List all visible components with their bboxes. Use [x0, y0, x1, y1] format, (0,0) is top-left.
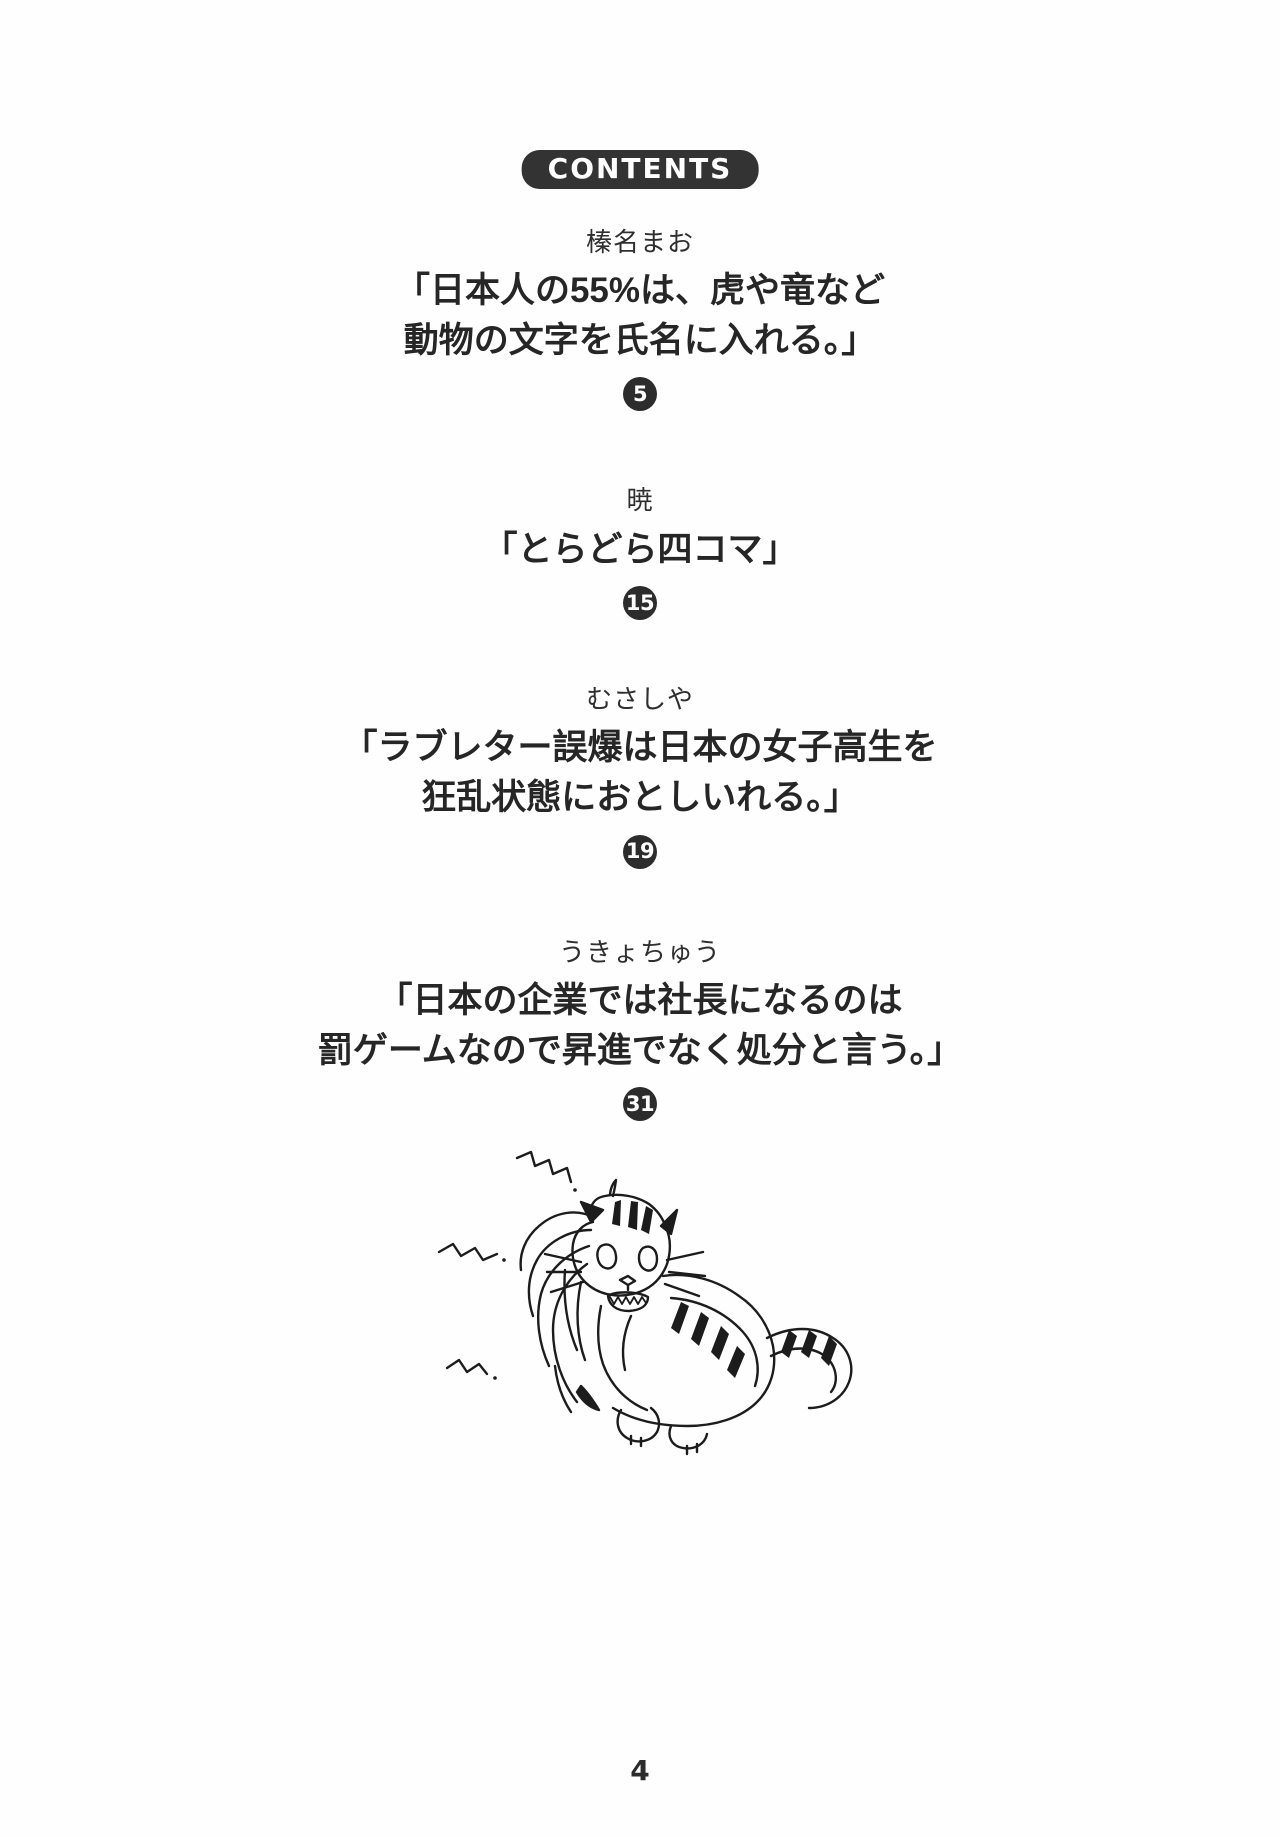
spacer: [0, 411, 1280, 483]
entry-title-line: 「とらどら四コマ」: [482, 529, 798, 569]
entry-title-line: 「日本人の55%は、虎や竜など: [394, 271, 886, 311]
page-number-badge[interactable]: 15: [623, 586, 657, 621]
page-title: CONTENTS: [521, 150, 759, 190]
spacer: [0, 620, 1280, 682]
entry-title-line: 罰ゲームなので昇進でなく処分と言う。」: [317, 1030, 963, 1070]
list-item[interactable]: むさしや 「ラブレター誤爆は日本の女子高生を 狂乱状態におとしいれる。」 19: [0, 682, 1280, 869]
entry-title-line: 「ラブレター誤爆は日本の女子高生を: [342, 728, 938, 768]
spacer: [0, 869, 1280, 935]
entry-author: 榛名まお: [585, 227, 694, 257]
list-item[interactable]: 榛名まお 「日本人の55%は、虎や竜など 動物の文字を氏名に入れる。」 5: [0, 225, 1280, 412]
folio-page-number: 4: [630, 1754, 650, 1787]
tiger-and-girl-lineart-icon: [405, 1130, 875, 1480]
entry-title: 「日本人の55%は、虎や竜など 動物の文字を氏名に入れる。」: [0, 266, 1280, 365]
entry-author: 暁: [626, 485, 654, 516]
entry-title: 「ラブレター誤爆は日本の女子高生を 狂乱状態におとしいれる。」: [0, 723, 1280, 822]
page-number-badge[interactable]: 5: [623, 377, 657, 412]
entry-title-line: 狂乱状態におとしいれる。」: [421, 778, 859, 818]
entry-title: 「日本の企業では社長になるのは 罰ゲームなので昇進でなく処分と言う。」: [0, 976, 1280, 1075]
list-item[interactable]: うきょちゅう 「日本の企業では社長になるのは 罰ゲームなので昇進でなく処分と言う…: [0, 935, 1280, 1122]
entry-author: うきょちゅう: [558, 936, 721, 967]
entry-title-line: 「日本の企業では社長になるのは: [377, 980, 903, 1020]
page-number-badge[interactable]: 31: [623, 1087, 657, 1122]
contents-list: 榛名まお 「日本人の55%は、虎や竜など 動物の文字を氏名に入れる。」 5 暁 …: [0, 225, 1280, 1122]
entry-title: 「とらどら四コマ」: [0, 525, 1280, 575]
entry-author: むさしや: [586, 684, 694, 715]
page-number-badge[interactable]: 19: [623, 834, 657, 869]
list-item[interactable]: 暁 「とらどら四コマ」 15: [0, 483, 1280, 621]
entry-title-line: 動物の文字を氏名に入れる。」: [403, 320, 877, 360]
